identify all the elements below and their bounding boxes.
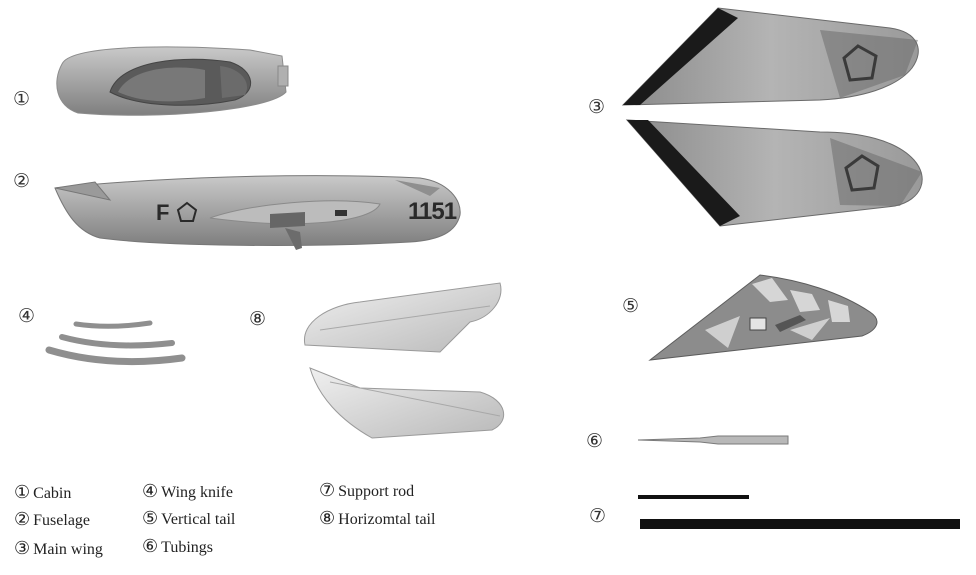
cabin-part bbox=[56, 46, 289, 116]
marker-fuselage: ② bbox=[13, 171, 31, 192]
vertical-tail-part bbox=[648, 274, 878, 361]
main-wing-part bbox=[621, 7, 923, 227]
marker-wing-knife: ④ bbox=[18, 306, 36, 327]
horizontal-tail-part bbox=[304, 282, 505, 439]
tubings-part bbox=[637, 435, 789, 445]
support-rod-part bbox=[638, 495, 960, 529]
marker-main-wing: ③ bbox=[588, 97, 606, 118]
marker-cabin: ① bbox=[13, 89, 31, 110]
marker-tubings: ⑥ bbox=[586, 431, 604, 452]
fuselage-number-marking: 1151 bbox=[408, 198, 457, 225]
marker-vertical-tail: ⑤ bbox=[622, 296, 640, 317]
fuselage-letter-marking: F bbox=[156, 200, 170, 225]
wing-knife-part bbox=[45, 320, 186, 366]
fuselage-part bbox=[54, 175, 461, 250]
marker-support-rod: ⑦ bbox=[589, 506, 607, 527]
marker-horizontal-tail: ⑧ bbox=[249, 309, 267, 330]
